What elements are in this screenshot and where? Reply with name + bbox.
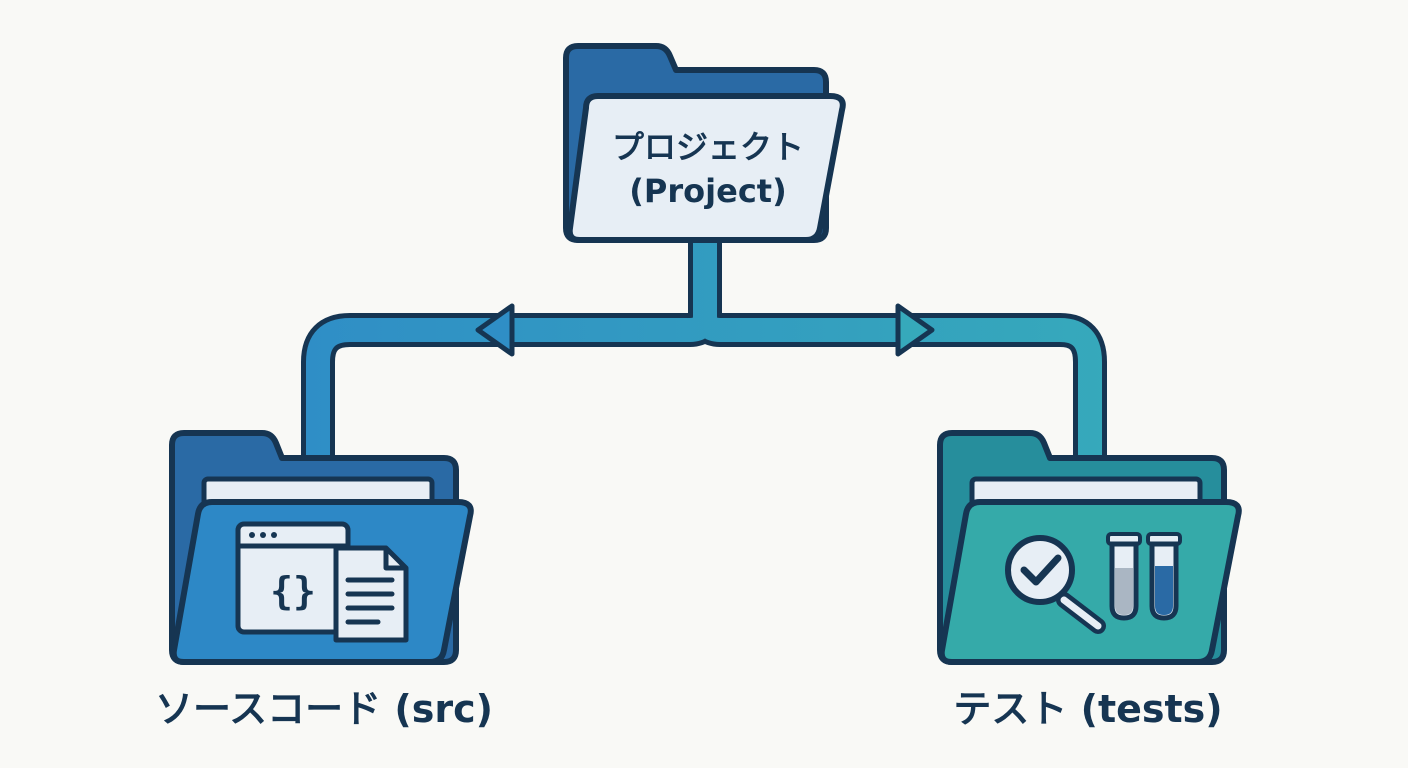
project-label-ja: プロジェクト [612,128,804,166]
code-file-icon: {} [235,521,409,643]
src-folder[interactable]: {} ソースコード (src) [155,430,493,731]
magnifier-check-icon [1005,535,1106,634]
test-tubes-icon [1106,532,1182,621]
project-folder[interactable]: プロジェクト (Project) [563,43,846,243]
folder-icon [563,43,846,243]
connector-lines [301,240,1107,465]
arrow-right-icon [895,303,935,357]
tests-folder-label: テスト (tests) [953,687,1222,731]
arrow-left-icon [475,303,515,357]
project-label-en: (Project) [629,172,786,210]
tests-folder[interactable]: テスト (tests) [937,430,1242,731]
svg-text:{}: {} [270,569,316,613]
src-folder-label: ソースコード (src) [155,687,493,731]
